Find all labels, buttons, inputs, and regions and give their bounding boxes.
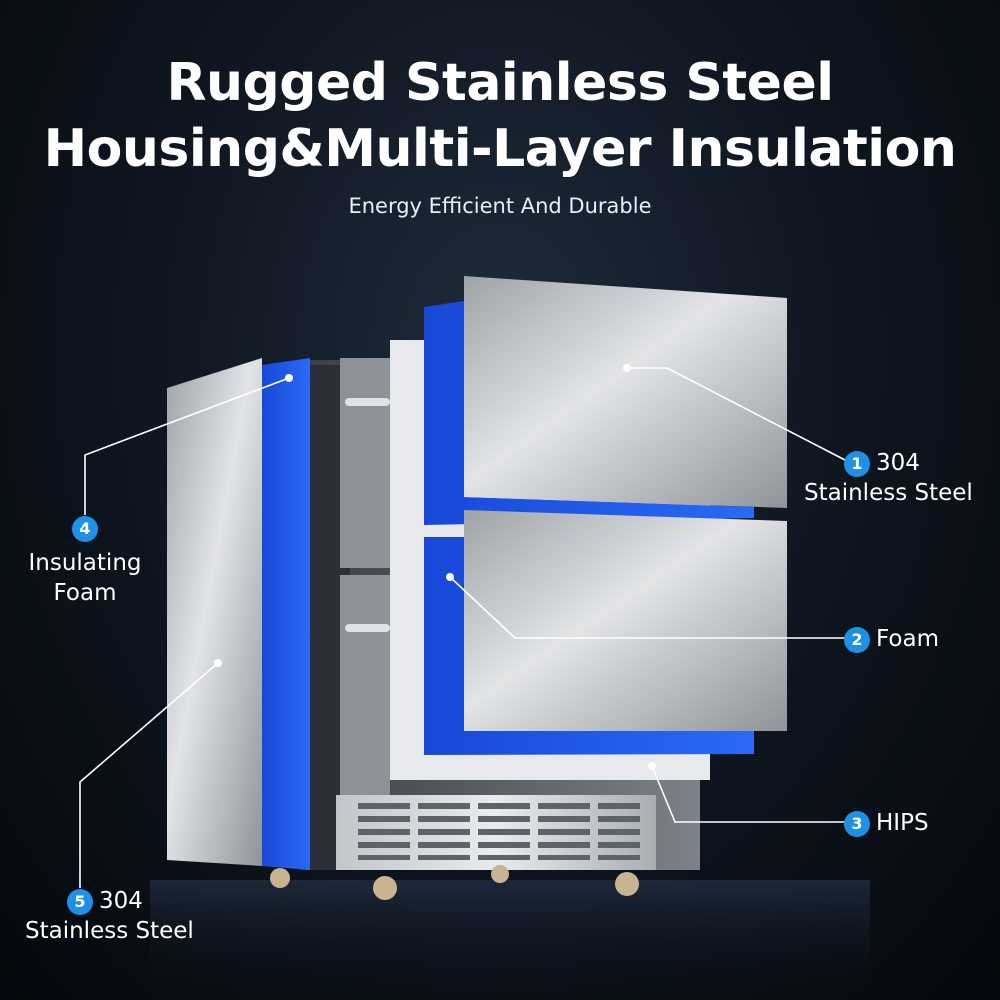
bottom-foam-layer [424,537,754,755]
callout-4-badge: 4 [72,516,98,542]
callout-2-badge: 2 [844,626,870,653]
callout-1-badge: 1 [844,450,870,477]
callout-3-line1: HIPS [876,810,929,836]
drawer-handle-top [345,398,390,406]
top-drawer-assembly [424,276,787,525]
side-steel-panel [167,358,262,866]
callout-2-line1: Foam [876,626,939,652]
side-panel-assembly [167,358,310,870]
callout-4-line1: Insulating [28,550,142,576]
callout-1-line1: 304 [876,450,920,476]
floor-reflection [150,880,870,1000]
title-line-1: Rugged Stainless Steel [166,53,834,113]
drawer-handle-bottom [345,624,390,632]
vent-grille [336,795,656,870]
top-foam-layer [424,301,754,525]
leader-lines [79,367,846,888]
top-steel-panel [464,276,787,508]
bottom-drawer-assembly [424,510,787,755]
callout-5-badge: 5 [67,888,93,915]
side-foam-layer [262,358,310,870]
bottom-steel-panel [464,510,787,731]
title-line-2: Housing&Multi-Layer Insulation [43,119,957,179]
leader-dots [214,364,656,770]
subtitle: Energy Efficient And Durable [348,194,652,218]
callout-3-badge: 3 [844,810,870,837]
callout-5-line1: 304 [99,888,143,914]
callout-5-line2: Stainless Steel [25,918,194,944]
casters [270,865,639,900]
callout-1-line2: Stainless Steel [804,480,973,506]
callout-4-line2: Foam [53,580,117,606]
